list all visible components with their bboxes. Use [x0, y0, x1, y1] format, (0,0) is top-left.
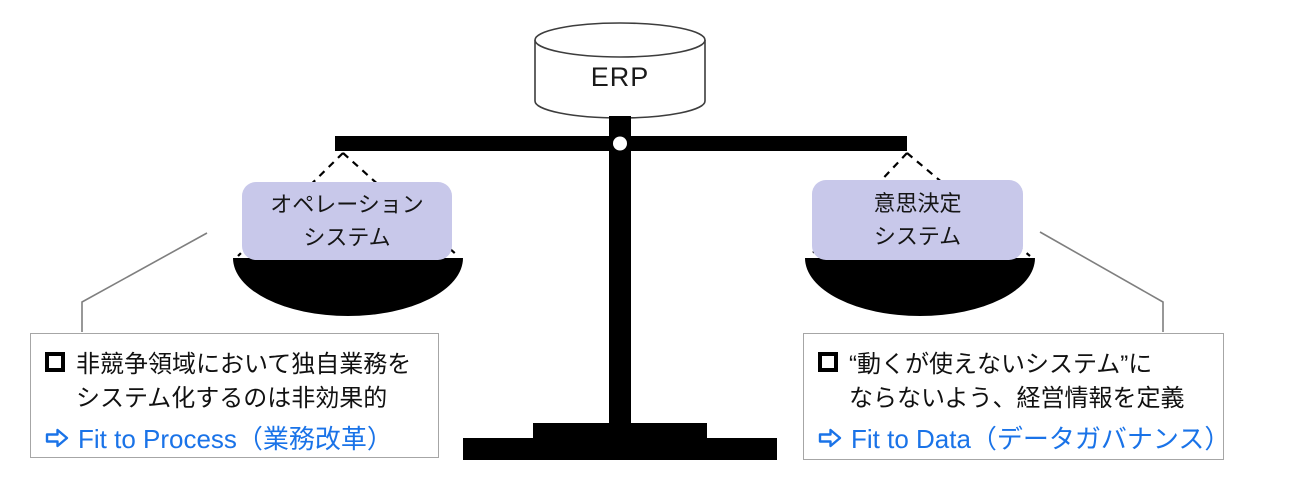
left-pan-bowl — [233, 258, 463, 316]
right-note-box: “動くが使えないシステム”に ならないよう、経営情報を定義 Fit to Dat… — [803, 333, 1230, 460]
left-connector-line — [81, 232, 208, 332]
right-arrow-outline-icon — [45, 428, 69, 447]
left-pan-label-line2: システム — [303, 225, 391, 250]
right-connector-line — [1039, 231, 1164, 332]
left-note-line1: 非競争領域において独自業務を — [45, 343, 428, 380]
left-note-line1-text: 非競争領域において独自業務を — [76, 351, 412, 378]
right-pan-label: 意思決定 システム — [812, 180, 1023, 260]
right-note-line1-text: “動くが使えないシステム”に — [849, 351, 1153, 378]
scale-post — [609, 116, 631, 440]
right-arrow-outline-icon — [818, 428, 842, 447]
scale-base — [463, 423, 777, 460]
right-note-fit-line: Fit to Data（データガバナンス） — [818, 417, 1230, 458]
pivot-circle — [613, 136, 627, 151]
right-note-fit-text: Fit to Data（データガバナンス） — [851, 424, 1231, 454]
right-note-line1: “動くが使えないシステム”に — [818, 343, 1213, 380]
right-pan-label-line2: システム — [873, 224, 962, 249]
left-note-box: 非競争領域において独自業務を システム化するのは非効果的 Fit to Proc… — [30, 333, 439, 458]
right-pan-bowl — [805, 258, 1035, 316]
left-pan-label: オペレーション システム — [242, 182, 452, 260]
square-outline-icon — [45, 351, 65, 372]
left-pan-label-line1: オペレーション — [270, 192, 424, 217]
erp-cylinder — [534, 22, 706, 119]
right-pan-label-line1: 意思決定 — [873, 191, 962, 216]
left-note-fit-line: Fit to Process（業務改革） — [45, 417, 428, 458]
right-note-line2: ならないよう、経営情報を定義 — [849, 385, 1185, 412]
erp-label: ERP — [590, 62, 650, 92]
square-outline-icon — [818, 351, 838, 372]
left-note-line2: システム化するのは非効果的 — [76, 385, 388, 412]
left-note-fit-text: Fit to Process（業務改革） — [78, 424, 393, 454]
